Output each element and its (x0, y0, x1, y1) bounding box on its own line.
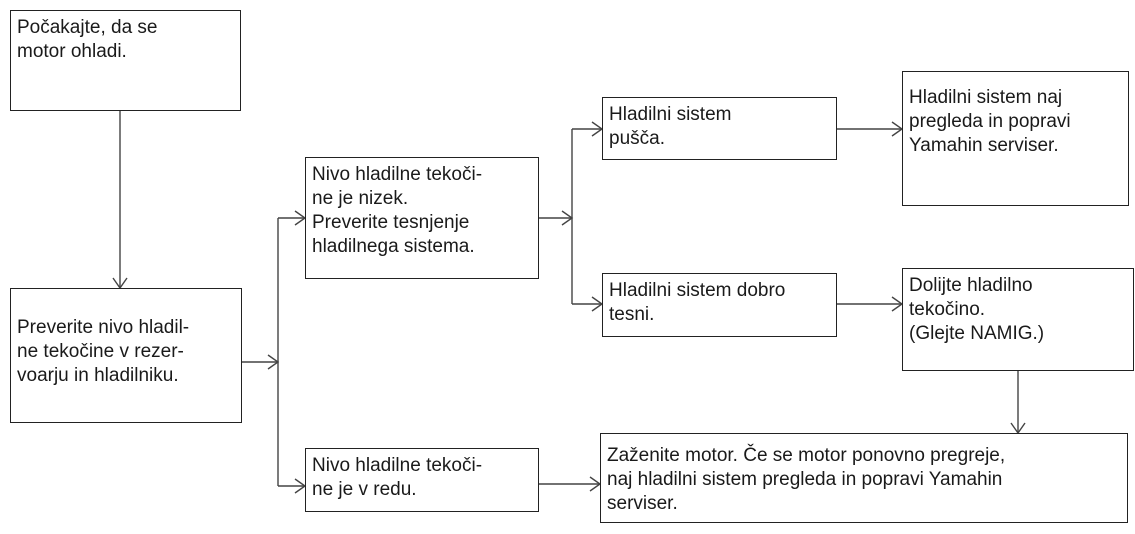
box-text-line: hladilnega sistema. (312, 236, 475, 257)
box-text-line: Dolijte hladilno (909, 275, 1033, 296)
box-system-leaks: Hladilni sistem pušča. (602, 97, 837, 160)
arrow-level-ok-to-start-engine (539, 476, 602, 492)
box-check-coolant-level: Preverite nivo hladil- ne tekočine v rez… (10, 288, 242, 423)
box-text-line: serviser. (607, 493, 678, 514)
arrow-leaks-to-service (837, 121, 904, 137)
box-text-line: ne je v redu. (312, 479, 417, 500)
box-system-sealed: Hladilni sistem dobro tesni. (602, 273, 837, 337)
arrow-check-level-to-branches (242, 210, 307, 494)
box-text-line: Hladilni sistem (609, 104, 732, 125)
box-text-line: motor ohladi. (17, 41, 127, 62)
box-wait-engine-cool: Počakajte, da se motor ohladi. (10, 10, 241, 111)
box-text-line: (Glejte NAMIG.) (909, 323, 1045, 344)
box-text-line: Hladilni sistem dobro (609, 280, 786, 301)
box-start-engine: Zaženite motor. Če se motor ponovno preg… (600, 433, 1128, 523)
box-coolant-level-low: Nivo hladilne tekoči- ne je nizek. Preve… (305, 157, 539, 279)
box-text-line: Hladilni sistem naj (909, 87, 1063, 108)
box-yamaha-service: Hladilni sistem naj pregleda in popravi … (902, 71, 1129, 206)
box-text-line: Nivo hladilne tekoči- (312, 455, 483, 476)
box-text-line: tesni. (609, 304, 655, 325)
arrow-add-coolant-to-start-engine (1010, 370, 1026, 435)
box-text-line: pregleda in popravi (909, 111, 1071, 132)
arrow-level-low-to-results (539, 121, 604, 312)
arrow-sealed-to-add-coolant (837, 296, 904, 312)
box-text-line: Preverite nivo hladil- (17, 317, 190, 338)
box-text-line: voarju in hladilniku. (17, 365, 179, 386)
box-text-line: Nivo hladilne tekoči- (312, 164, 483, 185)
box-text-line: tekočino. (909, 299, 986, 320)
box-text-line: Yamahin serviser. (909, 135, 1059, 156)
box-text-line: ne tekočine v rezer- (17, 341, 184, 362)
box-text-line: Zaženite motor. Če se motor ponovno preg… (607, 445, 1006, 466)
box-text-line: pušča. (609, 128, 665, 149)
box-text-line: naj hladilni sistem pregleda in popravi … (607, 469, 1003, 490)
arrow-wait-to-check-level (112, 111, 128, 290)
box-text-line: Preverite tesnjenje (312, 212, 470, 233)
box-coolant-level-ok: Nivo hladilne tekoči- ne je v redu. (305, 448, 539, 512)
box-text-line: ne je nizek. (312, 188, 409, 209)
box-add-coolant: Dolijte hladilno tekočino. (Glejte NAMIG… (902, 268, 1134, 371)
box-text-line: Počakajte, da se (17, 17, 158, 38)
